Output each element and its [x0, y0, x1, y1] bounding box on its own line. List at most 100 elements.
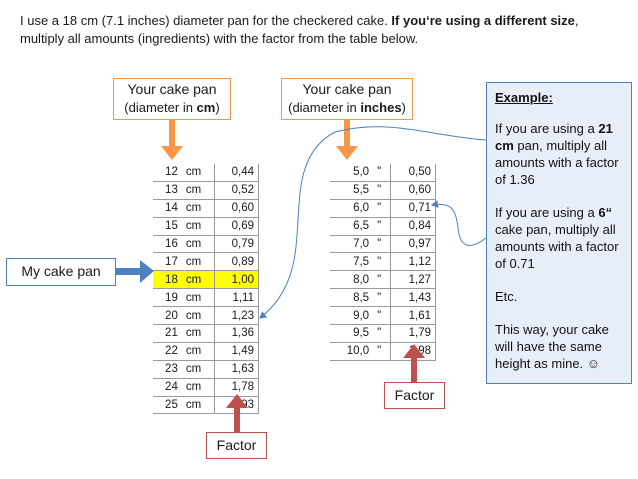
cm-table-unit-cell: cm — [181, 396, 215, 415]
inch-table-row: 8,0"1,27 — [330, 270, 436, 290]
inch-pan-label: Your cake pan (diameter in inches) — [281, 78, 413, 120]
cm-pan-label: Your cake pan (diameter in cm) — [113, 78, 231, 120]
inch-table-size-cell: 5,0 — [330, 164, 374, 182]
intro-part1: I use a 18 cm (7.1 inches) diameter pan … — [20, 13, 392, 28]
cm-table-factor-cell: 0,44 — [214, 164, 259, 182]
cm-table-size-cell: 20 — [153, 306, 182, 326]
cm-table-unit-cell: cm — [181, 199, 215, 218]
cm-table-unit-cell: cm — [181, 306, 215, 326]
inch-down-arrow — [336, 120, 358, 160]
inch-table-factor-cell: 1,27 — [390, 270, 436, 290]
cm-table-factor-cell: 1,36 — [214, 324, 259, 343]
inch-table-size-cell: 9,5 — [330, 324, 374, 343]
cm-table-unit-cell: cm — [181, 324, 215, 343]
my-pan-arrow — [116, 260, 154, 283]
inch-table-row: 5,5"0,60 — [330, 181, 436, 200]
cm-table-size-cell: 12 — [153, 164, 182, 182]
cm-table-unit-cell: cm — [181, 378, 215, 397]
cm-table-unit-cell: cm — [181, 270, 215, 290]
cm-table-size-cell: 25 — [153, 396, 182, 415]
inch-table-factor-cell: 1,43 — [390, 288, 436, 308]
inch-table-size-cell: 8,0 — [330, 270, 374, 290]
cm-table-factor-cell: 0,60 — [214, 199, 259, 218]
cm-down-arrow — [161, 120, 183, 160]
inch-table-unit-cell: " — [373, 342, 391, 361]
inch-table-row: 5,0"0,50 — [330, 164, 436, 182]
inch-table-row: 7,0"0,97 — [330, 235, 436, 254]
cm-table-factor-cell: 1,00 — [214, 270, 259, 290]
inch-table-row: 9,5"1,79 — [330, 324, 436, 343]
inch-table-size-cell: 6,5 — [330, 217, 374, 236]
cm-table-unit-cell: cm — [181, 288, 215, 308]
inch-pan-label-sub: (diameter in inches) — [288, 100, 406, 115]
inch-table-size-cell: 8,5 — [330, 288, 374, 308]
inch-table-factor-cell: 0,60 — [390, 181, 436, 200]
inch-table-size-cell: 9,0 — [330, 306, 374, 326]
cm-table-unit-cell: cm — [181, 360, 215, 379]
cm-table-size-cell: 16 — [153, 235, 182, 254]
example-cm: If you are using a 21 cm pan, multiply a… — [495, 121, 619, 187]
intro-text: I use a 18 cm (7.1 inches) diameter pan … — [20, 12, 620, 48]
factor-inch-up-arrow — [403, 344, 425, 382]
inch-table-size-cell: 7,5 — [330, 252, 374, 272]
cm-table-size-cell: 13 — [153, 181, 182, 200]
cm-table-factor-cell: 0,52 — [214, 181, 259, 200]
inch-table-factor-cell: 0,50 — [390, 164, 436, 182]
cm-table-factor-cell: 1,11 — [214, 288, 259, 308]
cm-table-unit-cell: cm — [181, 235, 215, 254]
cm-table-size-cell: 24 — [153, 378, 182, 397]
my-cake-pan-label: My cake pan — [6, 258, 116, 286]
cm-table-size-cell: 19 — [153, 288, 182, 308]
intro-part3: , multiply all amounts (ingredients) wit… — [20, 13, 579, 46]
inch-table-row: 7,5"1,12 — [330, 252, 436, 272]
inch-table-unit-cell: " — [373, 288, 391, 308]
inch-table-size-cell: 5,5 — [330, 181, 374, 200]
inch-table-factor-cell: 0,97 — [390, 235, 436, 254]
inch-table-factor-cell: 1,61 — [390, 306, 436, 326]
inch-table-unit-cell: " — [373, 235, 391, 254]
inch-table-row: 8,5"1,43 — [330, 288, 436, 308]
connector-to-inch6-arrow — [431, 200, 487, 246]
inch-table-unit-cell: " — [373, 199, 391, 218]
inch-table-size-cell: 6,0 — [330, 199, 374, 218]
inch-table-unit-cell: " — [373, 252, 391, 272]
inch-pan-label-title: Your cake pan — [302, 81, 392, 97]
cm-table-size-cell: 21 — [153, 324, 182, 343]
example-box: Example: If you are using a 21 cm pan, m… — [486, 82, 632, 384]
cm-table-unit-cell: cm — [181, 181, 215, 200]
cm-table-size-cell: 17 — [153, 252, 182, 272]
cm-table-size-cell: 15 — [153, 217, 182, 236]
factor-cm-up-arrow — [226, 394, 248, 432]
cm-table-size-cell: 14 — [153, 199, 182, 218]
cm-pan-label-title: Your cake pan — [127, 81, 217, 97]
inch-table-factor-cell: 1,12 — [390, 252, 436, 272]
inch-table-size-cell: 10,0 — [330, 342, 374, 361]
intro-part2: If you‘re using a different size — [391, 13, 575, 28]
cm-table-factor-cell: 0,69 — [214, 217, 259, 236]
inch-table-unit-cell: " — [373, 270, 391, 290]
inch-table-factor-cell: 0,84 — [390, 217, 436, 236]
example-inch: If you are using a 6“ cake pan, multiply… — [495, 205, 619, 271]
inch-table-unit-cell: " — [373, 164, 391, 182]
cm-pan-label-sub: (diameter in cm) — [124, 100, 220, 115]
inch-table-row: 9,0"1,61 — [330, 306, 436, 326]
inch-table-unit-cell: " — [373, 324, 391, 343]
factor-label-inch: Factor — [384, 382, 445, 409]
inch-table-unit-cell: " — [373, 181, 391, 200]
inch-table-row: 6,0"0,71 — [330, 199, 436, 218]
cm-table-unit-cell: cm — [181, 252, 215, 272]
